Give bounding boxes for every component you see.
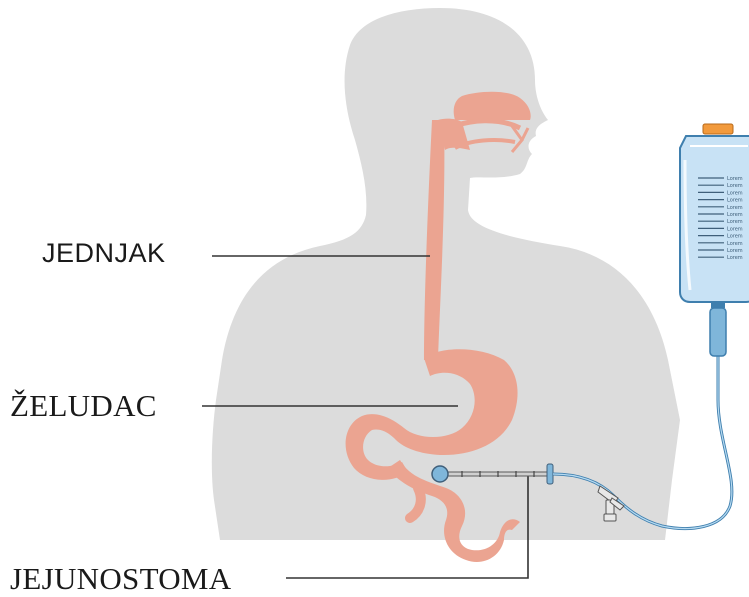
stomach-label: ŽELUDAC	[10, 388, 157, 424]
graduation-text: Lorem	[727, 198, 743, 204]
drip-chamber	[710, 296, 726, 356]
graduation-text: Lorem	[727, 212, 743, 218]
body-silhouette	[212, 8, 680, 540]
tube-tip-balloon	[432, 466, 448, 482]
graduation-text: Lorem	[727, 226, 743, 232]
graduation-text: Lorem	[727, 241, 743, 247]
graduation-text: Lorem	[727, 183, 743, 189]
graduation-text: Lorem	[727, 176, 743, 182]
external-fixation-disc	[547, 464, 553, 484]
esophagus-label: JEDNJAK	[42, 238, 166, 269]
graduation-text: Lorem	[727, 248, 743, 254]
bag-cap	[703, 124, 733, 134]
graduation-text: Lorem	[727, 255, 743, 261]
graduation-text: Lorem	[727, 205, 743, 211]
graduation-text: Lorem	[727, 234, 743, 240]
graduation-text: Lorem	[727, 190, 743, 196]
enteral-feeding-bag-icon: LoremLoremLoremLoremLoremLoremLoremLorem…	[680, 124, 749, 302]
graduation-text: Lorem	[727, 219, 743, 225]
jejunostomy-label: JEJUNOSTOMA	[10, 561, 231, 597]
